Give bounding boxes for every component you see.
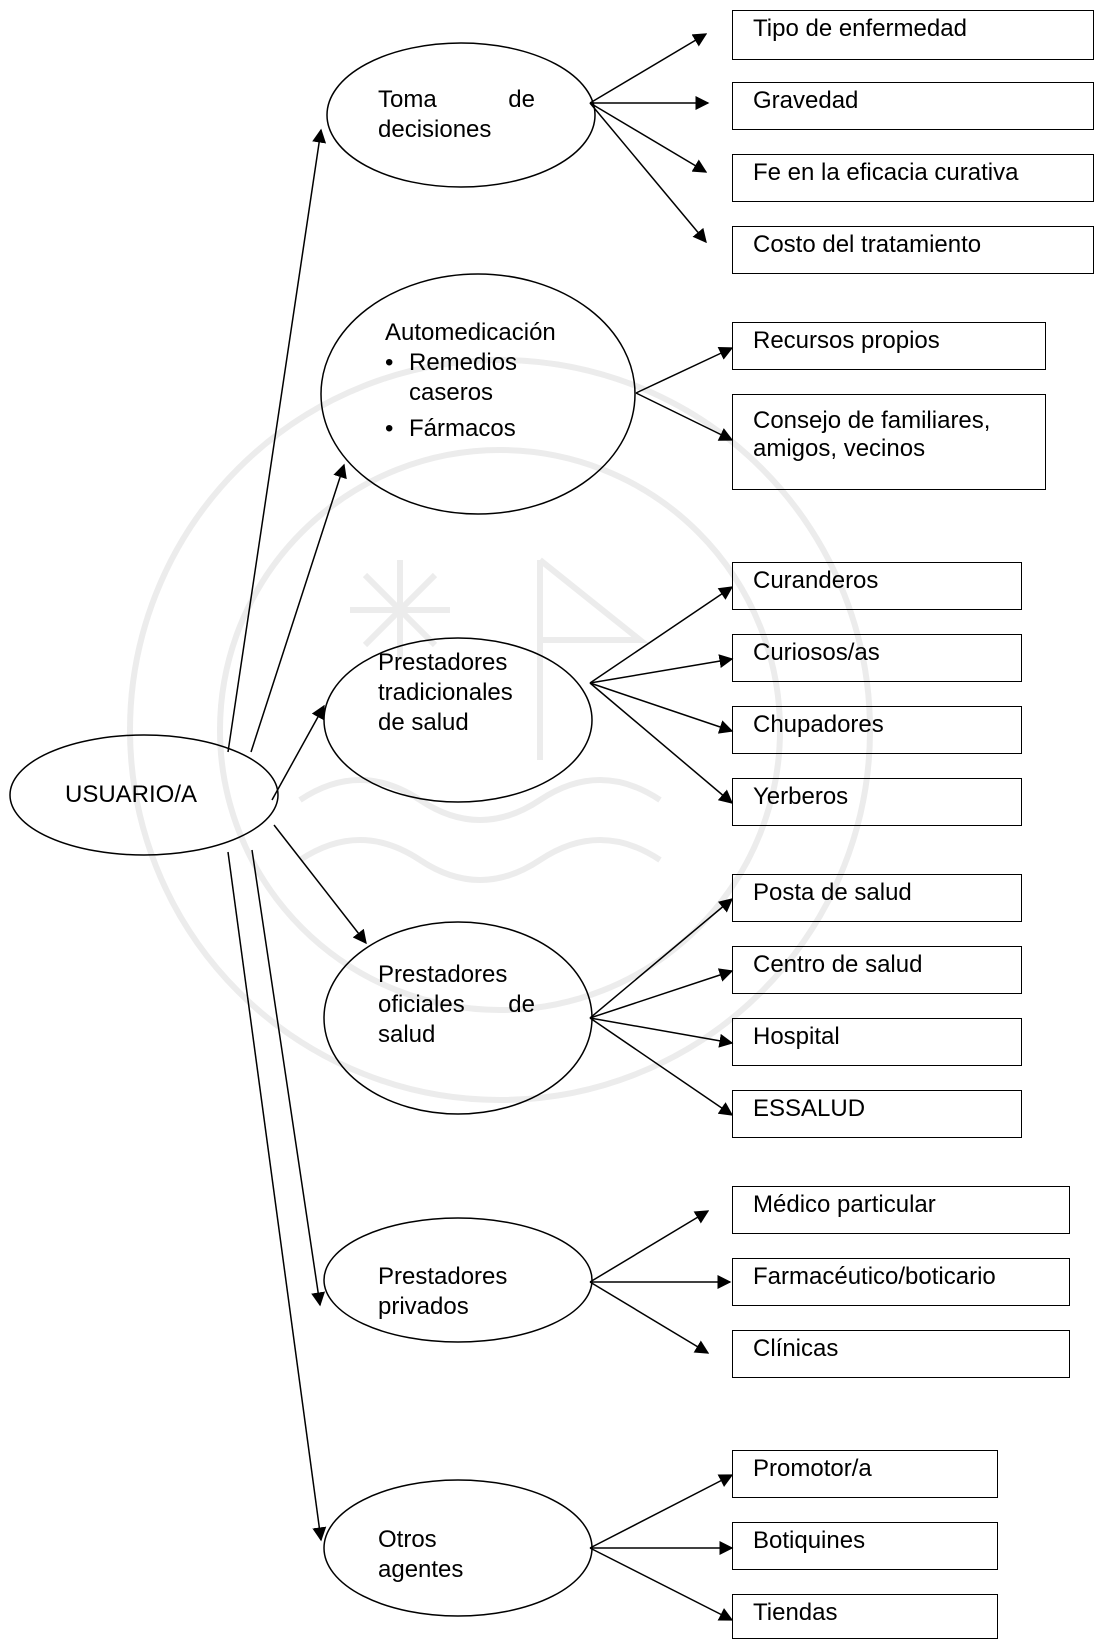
- edge-root-auto: [250, 463, 347, 753]
- edge-ofic-1: [589, 898, 734, 1019]
- box-gravedad: Gravedad: [732, 82, 1094, 130]
- box-botiquines: Botiquines: [732, 1522, 998, 1570]
- edge-priv-1: [589, 1210, 710, 1283]
- box-costo-tratamiento: Costo del tratamiento: [732, 226, 1094, 274]
- box-promotor: Promotor/a: [732, 1450, 998, 1498]
- edge-ofic-3: [589, 1017, 734, 1048]
- box-posta-de-salud: Posta de salud: [732, 874, 1022, 922]
- edge-root-otros: [227, 851, 327, 1542]
- edge-otros-1: [589, 1474, 734, 1549]
- box-chupadores: Chupadores: [732, 706, 1022, 754]
- priv-node-ellipse: [323, 1217, 593, 1343]
- bullet-farmacos: Fármacos: [385, 414, 556, 444]
- edge-root-priv: [251, 849, 326, 1307]
- box-yerberos: Yerberos: [732, 778, 1022, 826]
- edge-root-ofic: [273, 824, 367, 945]
- box-farmaceutico-boticario: Farmacéutico/boticario: [732, 1258, 1070, 1306]
- box-fe-eficacia-curativa: Fe en la eficacia curativa: [732, 154, 1094, 202]
- box-recursos-propios: Recursos propios: [732, 322, 1046, 370]
- auto-node-label: Automedicación Remedios caseros Fármacos: [385, 318, 556, 444]
- edge-trad-1: [589, 586, 734, 684]
- auto-node-ellipse: [320, 273, 636, 515]
- edge-trad-2: [589, 654, 734, 684]
- edge-toma-3: [589, 102, 708, 173]
- edge-root-trad: [271, 704, 325, 801]
- toma-node-ellipse: [326, 42, 596, 188]
- edge-ofic-2: [589, 968, 734, 1019]
- box-medico-particular: Médico particular: [732, 1186, 1070, 1234]
- edge-ofic-4: [589, 1017, 734, 1116]
- root-node-ellipse: [9, 734, 279, 856]
- edge-priv-3: [589, 1281, 710, 1354]
- auto-title: Automedicación: [385, 319, 556, 346]
- edge-toma-1: [589, 33, 708, 104]
- edge-trad-4: [589, 682, 734, 804]
- otros-node-label: Otros agentes: [378, 1526, 464, 1583]
- edge-root-toma: [227, 128, 327, 753]
- edge-auto-2: [635, 392, 734, 441]
- box-tipo-de-enfermedad: Tipo de enfermedad: [732, 10, 1094, 60]
- box-curanderos: Curanderos: [732, 562, 1022, 610]
- priv-node-label: Prestadores privados: [378, 1263, 508, 1320]
- box-essalud: ESSALUD: [732, 1090, 1022, 1138]
- edge-otros-3: [589, 1547, 734, 1621]
- otros-node-ellipse: [323, 1479, 593, 1617]
- box-tiendas: Tiendas: [732, 1594, 998, 1639]
- box-clinicas: Clínicas: [732, 1330, 1070, 1378]
- box-consejo-familiares: Consejo de familiares, amigos, vecinos: [732, 394, 1046, 490]
- root-node-label: USUARIO/A: [65, 781, 198, 808]
- box-centro-de-salud: Centro de salud: [732, 946, 1022, 994]
- edge-auto-1: [635, 347, 734, 394]
- trad-node-label: Prestadores tradicionales de salud: [378, 649, 513, 736]
- edge-trad-3: [589, 682, 734, 734]
- edge-toma-4: [589, 102, 707, 244]
- box-hospital: Hospital: [732, 1018, 1022, 1066]
- box-curiosos: Curiosos/as: [732, 634, 1022, 682]
- trad-node-ellipse: [323, 637, 593, 803]
- bullet-remedios-caseros: Remedios caseros: [385, 348, 549, 408]
- ofic-node-ellipse: [323, 921, 593, 1115]
